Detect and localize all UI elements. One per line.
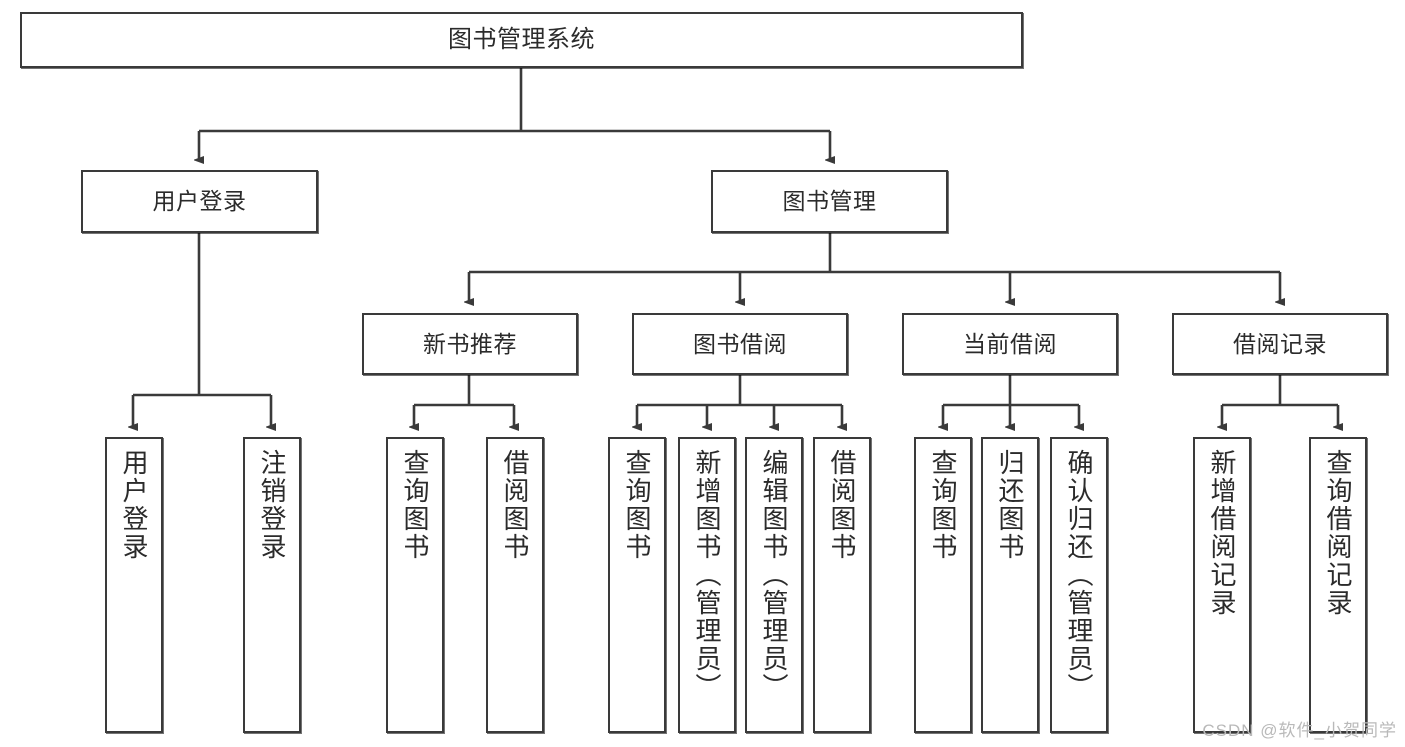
node-user-login[interactable]: 用户登录 [81, 170, 318, 233]
node-book-management[interactable]: 图书管理 [711, 170, 948, 233]
node-label: 编辑图书（管理员） [759, 449, 790, 701]
node-label: 图书管理系统 [448, 26, 595, 53]
node-leaf-query-borrow-record[interactable]: 查询借阅记录 [1309, 437, 1367, 733]
node-label: 新书推荐 [423, 330, 517, 357]
node-label: 新增借阅记录 [1207, 449, 1238, 617]
node-label: 借阅图书 [827, 449, 858, 561]
node-leaf-add-borrow-record[interactable]: 新增借阅记录 [1193, 437, 1251, 733]
node-leaf-user-login[interactable]: 用户登录 [105, 437, 163, 733]
node-label: 新增图书（管理员） [692, 449, 723, 701]
node-label: 注销登录 [257, 449, 288, 561]
node-label: 归还图书 [995, 449, 1026, 561]
node-label: 查询图书 [928, 449, 959, 561]
node-leaf-logout[interactable]: 注销登录 [243, 437, 301, 733]
node-leaf-edit-book-admin[interactable]: 编辑图书（管理员） [745, 437, 803, 733]
node-label: 借阅记录 [1233, 330, 1327, 357]
node-current-borrow[interactable]: 当前借阅 [902, 313, 1118, 375]
node-label: 查询图书 [622, 449, 653, 561]
node-leaf-return-book[interactable]: 归还图书 [981, 437, 1039, 733]
node-label: 用户登录 [152, 188, 247, 214]
node-label: 用户登录 [119, 449, 150, 561]
node-leaf-query-book-current[interactable]: 查询图书 [914, 437, 972, 733]
node-leaf-borrow-book[interactable]: 借阅图书 [813, 437, 871, 733]
node-leaf-confirm-return-admin[interactable]: 确认归还（管理员） [1050, 437, 1108, 733]
node-label: 借阅图书 [500, 449, 531, 561]
node-new-book-recommend[interactable]: 新书推荐 [362, 313, 578, 375]
node-label: 图书管理 [782, 188, 877, 214]
node-label: 确认归还（管理员） [1064, 449, 1095, 701]
node-root-system[interactable]: 图书管理系统 [20, 12, 1023, 68]
node-leaf-query-book-borrow[interactable]: 查询图书 [608, 437, 666, 733]
node-borrow-record[interactable]: 借阅记录 [1172, 313, 1388, 375]
node-label: 图书借阅 [693, 330, 787, 357]
node-leaf-add-book-admin[interactable]: 新增图书（管理员） [678, 437, 736, 733]
node-leaf-query-book-recommend[interactable]: 查询图书 [386, 437, 444, 733]
node-label: 当前借阅 [963, 330, 1057, 357]
node-leaf-borrow-book-recommend[interactable]: 借阅图书 [486, 437, 544, 733]
node-label: 查询借阅记录 [1323, 449, 1354, 617]
node-label: 查询图书 [400, 449, 431, 561]
node-book-borrow[interactable]: 图书借阅 [632, 313, 848, 375]
